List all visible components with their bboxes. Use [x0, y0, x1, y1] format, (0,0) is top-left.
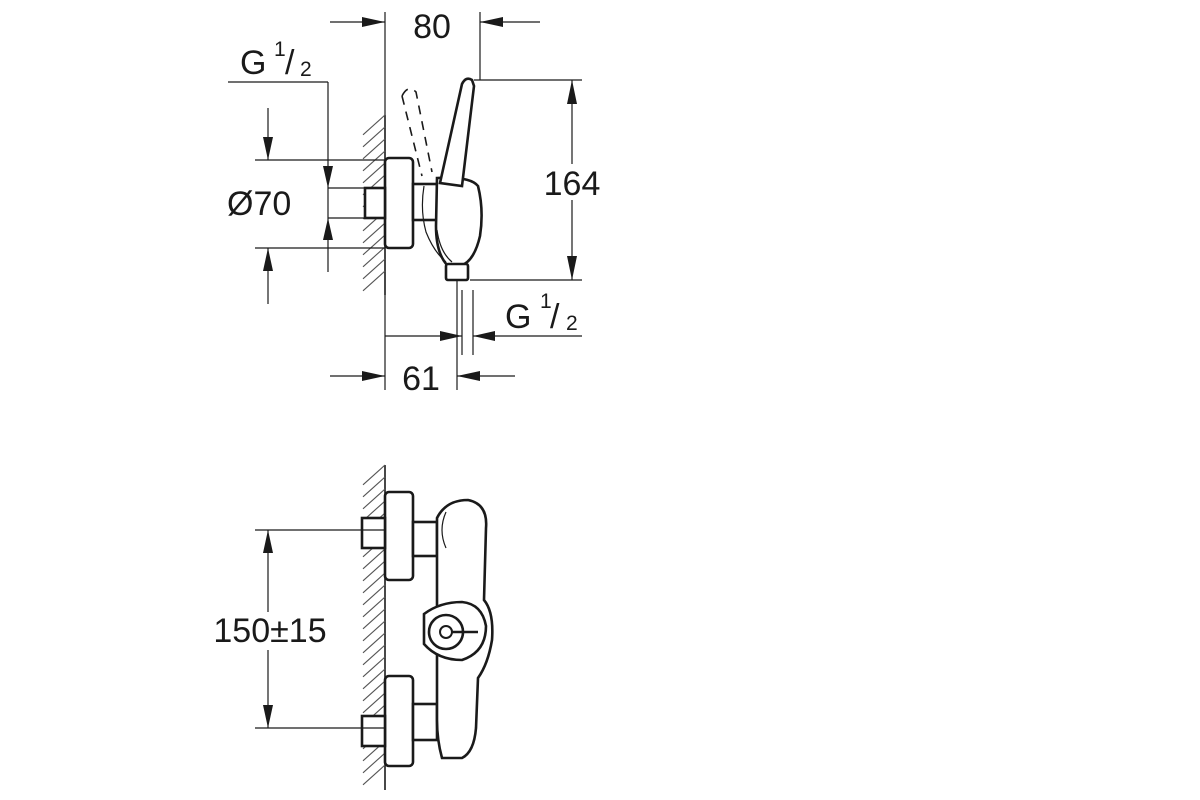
wall-hatch-line [362, 464, 386, 486]
lever-handle-alt-position [401, 88, 433, 177]
lower-connection [360, 674, 439, 768]
wall-hatch-line [362, 596, 386, 618]
wall-hatch-line [362, 764, 386, 786]
wall-hatch-line [362, 162, 386, 184]
wall-hatch-line [362, 560, 386, 582]
upper-connection [360, 490, 439, 582]
dimension-height: 164 [470, 79, 608, 281]
thread-top-label: G [240, 44, 266, 82]
wall-hatch-line [362, 692, 386, 714]
wall-hatch-line [362, 258, 386, 280]
side-view-wall [362, 114, 386, 295]
thread-top-numerator: 1 [274, 38, 286, 61]
wall-hatch-line [362, 608, 386, 630]
dimension-width-label: 80 [413, 8, 451, 46]
dimension-diameter-label: Ø70 [227, 185, 291, 223]
wall-hatch-line [362, 668, 386, 690]
wall-hatch-line [362, 680, 386, 702]
wall-hatch-line [362, 632, 386, 654]
wall-hatch-line [362, 114, 386, 136]
wall-connection [363, 186, 387, 220]
thread-bottom-label: G [505, 298, 531, 336]
lever-knob [422, 600, 488, 662]
wall-hatch-line [362, 222, 386, 244]
wall-hatch-line [362, 126, 386, 148]
wall-hatch-line [362, 620, 386, 642]
wall-flange [383, 156, 415, 250]
mixer-body [411, 176, 483, 290]
wall-hatch-line [362, 488, 386, 510]
wall-hatch-line [362, 270, 386, 292]
wall-hatch-line [362, 752, 386, 774]
dimension-depth-label: 61 [402, 360, 440, 398]
side-view: 80 164 61 [227, 8, 608, 398]
dimension-width: 80 [330, 8, 540, 115]
thread-top: G 1 / 2 [228, 38, 365, 272]
dimension-spacing: 150±15 [205, 529, 362, 729]
wall-hatch-line [362, 548, 386, 570]
wall-hatch-line [362, 234, 386, 256]
wall-hatch-line [362, 572, 386, 594]
wall-hatch-line [362, 138, 386, 160]
thread-bottom: G 1 / 2 [385, 290, 582, 355]
wall-hatch-line [362, 150, 386, 172]
thread-bottom-denominator: 2 [566, 312, 578, 335]
wall-hatch-line [362, 644, 386, 666]
thread-top-slash: / [285, 44, 295, 82]
wall-hatch-line [362, 584, 386, 606]
lever-handle [438, 77, 476, 188]
wall-hatch-line [362, 656, 386, 678]
front-view: 150±15 [205, 464, 494, 790]
dimension-depth: 61 [330, 290, 515, 398]
wall-hatch-line [362, 476, 386, 498]
dimension-diameter: Ø70 [227, 108, 385, 304]
wall-hatch-line [362, 246, 386, 268]
dimension-height-label: 164 [544, 165, 601, 203]
thread-top-denominator: 2 [300, 58, 312, 81]
thread-bottom-slash: / [550, 298, 560, 336]
thread-bottom-numerator: 1 [540, 290, 552, 313]
dimension-spacing-label: 150±15 [213, 612, 326, 650]
